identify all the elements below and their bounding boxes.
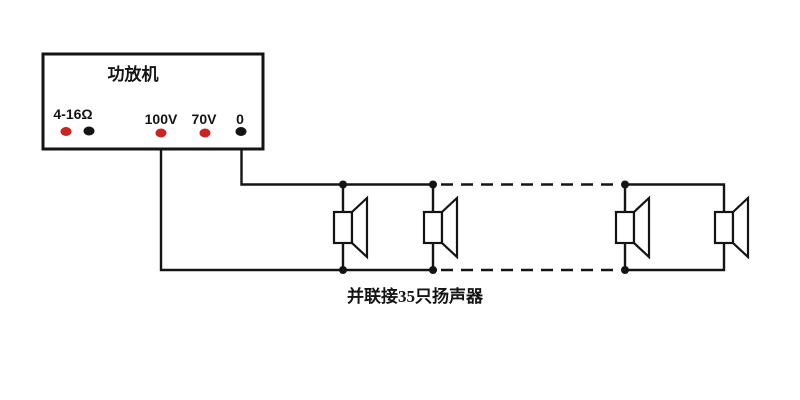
speaker-horn	[632, 195, 651, 260]
amplifier-box	[41, 52, 265, 151]
terminal-label-70v: 70V	[192, 111, 218, 127]
speaker-symbol-3	[614, 195, 651, 260]
wire-0-to-top-bus	[240, 131, 433, 186]
terminal-label-100v: 100V	[145, 111, 178, 127]
speaker-driver-rect	[713, 210, 735, 245]
terminal-dot-impedance-black	[83, 126, 95, 136]
terminal-label-0: 0	[236, 111, 244, 127]
speaker-symbol-4	[713, 195, 750, 260]
speaker-horn	[350, 195, 369, 260]
terminal-dot-0-black	[235, 127, 247, 136]
speaker-driver-rect	[422, 210, 444, 245]
terminal-label-impedance: 4-16Ω	[53, 106, 92, 122]
junction-dot-top-2	[429, 180, 437, 189]
speaker-driver-rect	[332, 210, 354, 245]
junction-dot-top-3	[621, 180, 629, 189]
terminal-dot-70v-red	[199, 128, 211, 138]
diagram-caption: 并联接35只扬声器	[347, 286, 484, 306]
junction-dot-bottom-3	[621, 266, 629, 274]
amplifier-title: 功放机	[108, 64, 159, 84]
speaker-driver-rect	[614, 210, 636, 245]
speaker-symbol-1	[332, 195, 369, 260]
junction-dot-bottom-2	[429, 266, 437, 274]
terminal-dot-100v-red	[155, 128, 167, 138]
speaker-symbol-2	[422, 195, 459, 260]
junction-dot-top-1	[339, 180, 347, 189]
wire-100v-to-bottom-bus	[159, 133, 437, 272]
speaker-horn	[440, 195, 459, 260]
speaker-horn	[731, 195, 750, 260]
terminal-dot-impedance-red	[60, 127, 72, 136]
junction-dot-bottom-1	[339, 266, 347, 274]
